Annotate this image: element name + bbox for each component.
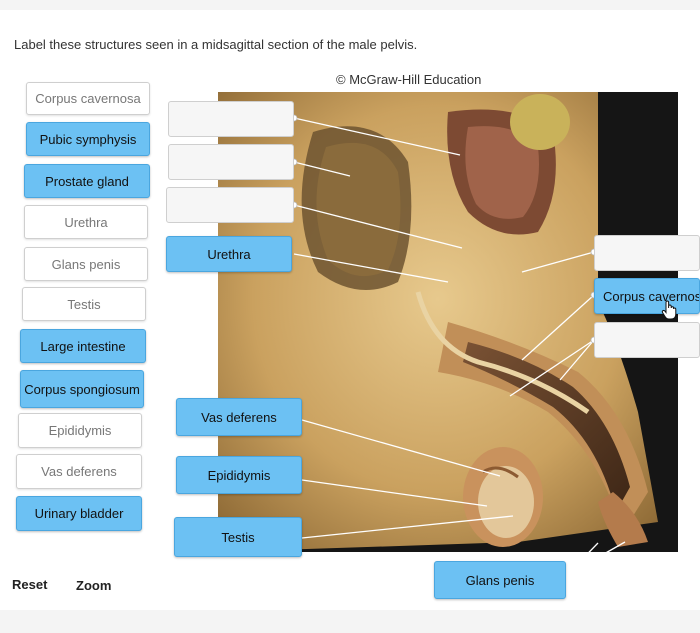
word-bank-epididymis[interactable]: Epididymis	[18, 413, 142, 448]
drop-target-3[interactable]	[166, 187, 294, 223]
zoom-button[interactable]: Zoom	[76, 578, 112, 593]
word-bank-pubic-symphysis[interactable]: Pubic symphysis	[26, 122, 150, 156]
word-bank-corpus-cavernosa[interactable]: Corpus cavernosa	[26, 82, 150, 115]
word-bank-testis[interactable]: Testis	[22, 287, 146, 321]
word-bank-corpus-spongiosum[interactable]: Corpus spongiosum	[20, 370, 144, 408]
word-bank-urinary-bladder[interactable]: Urinary bladder	[16, 496, 142, 531]
placed-label-vas-deferens[interactable]: Vas deferens	[176, 398, 302, 436]
placed-label-testis[interactable]: Testis	[174, 517, 302, 557]
placed-label-urethra[interactable]: Urethra	[166, 236, 292, 272]
placed-label-epididymis[interactable]: Epididymis	[176, 456, 302, 494]
placed-label-glans-penis[interactable]: Glans penis	[434, 561, 566, 599]
drop-target-4[interactable]	[594, 235, 700, 271]
hand-cursor-icon	[661, 300, 677, 320]
copyright-notice: © McGraw-Hill Education	[336, 72, 482, 87]
word-bank-glans-penis[interactable]: Glans penis	[24, 247, 148, 281]
placed-label-corpus-cavernosa[interactable]: Corpus cavernosa	[594, 278, 700, 314]
word-bank-vas-deferens[interactable]: Vas deferens	[16, 454, 142, 489]
word-bank-prostate-gland[interactable]: Prostate gland	[24, 164, 150, 198]
drop-target-2[interactable]	[168, 144, 294, 180]
word-bank-urethra[interactable]: Urethra	[24, 205, 148, 239]
drop-target-5[interactable]	[594, 322, 700, 358]
reset-button[interactable]: Reset	[12, 577, 48, 592]
word-bank-large-intestine[interactable]: Large intestine	[20, 329, 146, 363]
question-instruction: Label these structures seen in a midsagi…	[14, 37, 418, 52]
drop-target-1[interactable]	[168, 101, 294, 137]
